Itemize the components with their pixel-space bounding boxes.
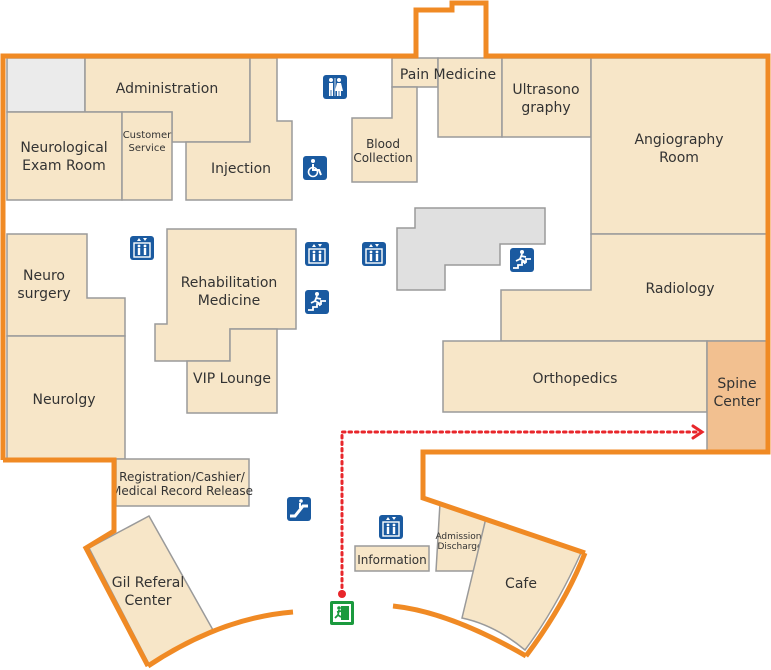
wheelchair-icon: [303, 156, 327, 180]
blood-collection-label-2: Collection: [353, 151, 412, 165]
room-information[interactable]: Information: [354, 545, 430, 572]
injection-label: Injection: [211, 161, 271, 177]
pain-medicine-label: Pain Medicine: [400, 67, 496, 83]
room-registration[interactable]: Registration/Cashier/ Medical Record Rel…: [111, 458, 253, 507]
stairs-icon: [510, 248, 534, 272]
registration-label-1: Registration/Cashier/: [119, 470, 246, 484]
elevator-icon: [362, 242, 386, 266]
information-label: Information: [357, 553, 426, 567]
room-ultrasonography[interactable]: Ultrasono graphy: [501, 57, 592, 138]
customer-service-label-1: Customer: [123, 130, 172, 141]
spine-center-label-2: Center: [713, 394, 760, 410]
room-neurological-exam[interactable]: Neurological Exam Room: [6, 111, 123, 201]
vip-lounge-label: VIP Lounge: [193, 371, 271, 387]
admission-label-1: Admission/: [435, 532, 485, 542]
room-rehabilitation[interactable]: Rehabilitation Medicine: [154, 228, 297, 362]
admission-label-2: Discharge: [437, 542, 483, 552]
emergency-exit-icon: [330, 601, 354, 625]
room-orthopedics[interactable]: Orthopedics: [442, 340, 708, 413]
angiography-label-1: Angiography: [634, 132, 723, 148]
room-blood-collection[interactable]: Blood Collection: [351, 86, 418, 183]
escalator-icon: [287, 497, 311, 521]
neurosurgery-label-1: Neuro: [23, 268, 65, 284]
room-radiology[interactable]: Radiology: [500, 233, 768, 342]
room-spine-center[interactable]: Spine Center: [706, 340, 768, 453]
radiology-label: Radiology: [646, 281, 715, 297]
blood-collection-label-1: Blood: [366, 137, 400, 151]
registration-label-2: Medical Record Release: [111, 484, 253, 498]
room-angiography[interactable]: Angiography Room: [590, 57, 768, 235]
neuro-exam-label-2: Exam Room: [22, 158, 106, 174]
room-cafe[interactable]: Cafe: [461, 517, 583, 652]
spine-center-label-1: Spine: [717, 376, 756, 392]
orthopedics-label: Orthopedics: [533, 371, 618, 387]
rehab-label-1: Rehabilitation: [181, 275, 278, 291]
storage-room: [6, 57, 86, 113]
administration-label: Administration: [116, 81, 218, 97]
cafe-label: Cafe: [505, 576, 537, 592]
elevator-icon: [379, 515, 403, 539]
ultrasonography-label-2: graphy: [521, 100, 570, 116]
route-path: [338, 424, 705, 598]
ultrasonography-label-1: Ultrasono: [512, 82, 579, 98]
gil-referral-label-1: Gil Referal: [112, 575, 185, 591]
elevator-icon: [305, 242, 329, 266]
customer-service-label-2: Service: [129, 143, 166, 154]
stairs-icon: [305, 290, 329, 314]
elevator-icon: [130, 236, 154, 260]
central-block: [396, 207, 546, 291]
gil-referral-label-2: Center: [124, 593, 171, 609]
rehab-label-2: Medicine: [198, 293, 261, 309]
neurosurgery-label-2: surgery: [17, 286, 70, 302]
room-neurosurgery[interactable]: Neuro surgery: [6, 233, 126, 337]
room-injection[interactable]: Injection: [185, 57, 293, 201]
room-neurology[interactable]: Neurolgy: [6, 335, 126, 460]
restroom-icon: [323, 75, 347, 99]
room-vip-lounge[interactable]: VIP Lounge: [186, 328, 278, 414]
room-customer-service[interactable]: Customer Service: [121, 111, 173, 201]
angiography-label-2: Room: [659, 150, 699, 166]
neurology-label: Neurolgy: [32, 392, 95, 408]
neuro-exam-label-1: Neurological: [20, 140, 107, 156]
